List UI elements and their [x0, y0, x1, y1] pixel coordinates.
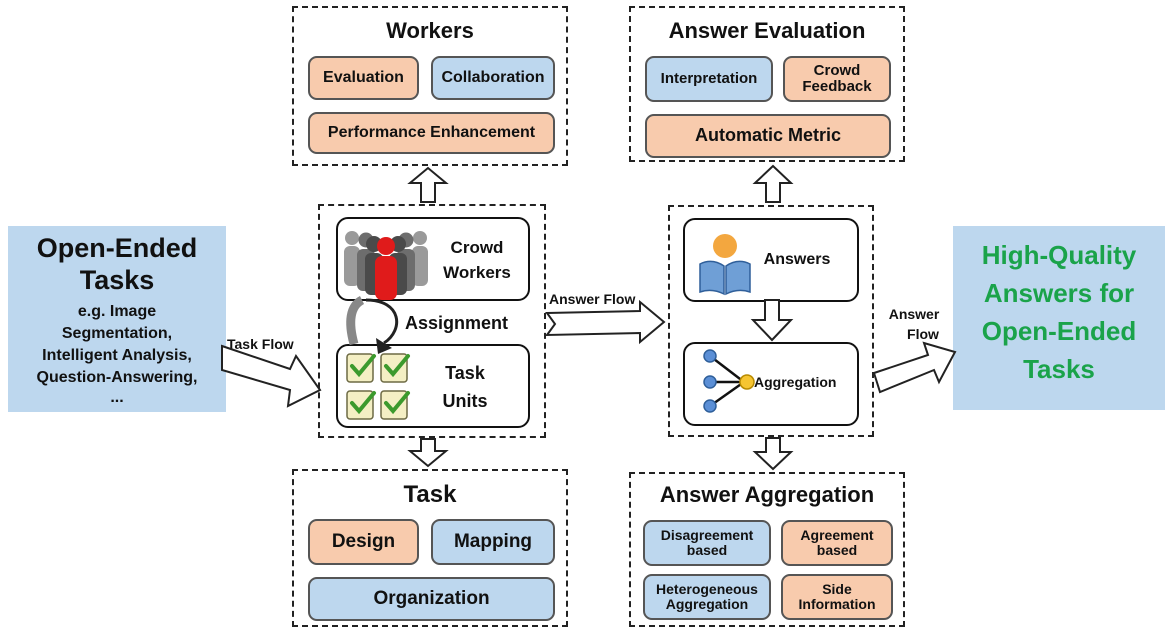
arrow-answers-to-aggregation [750, 299, 794, 342]
crowd-workers-icon [344, 231, 428, 300]
aggregation-disagreement-based: Disagreement based [643, 520, 771, 566]
assignment-label: Assignment [405, 313, 509, 333]
task-organization: Organization [308, 577, 555, 621]
aggregation-heterogeneous: Heterogeneous Aggregation [643, 574, 771, 620]
output-line-3: Open-Ended [981, 316, 1137, 346]
example-line-3: Intelligent Analysis, [42, 347, 192, 364]
task-flow-arrow [221, 344, 322, 408]
workers-panel-title: Workers [386, 18, 474, 43]
open-ended-tasks-box: Open-Ended Tasks e.g. Image Segmentation… [8, 226, 226, 412]
answer-flow-label-right-2: Flow [907, 326, 939, 342]
arrow-down-to-answer-aggregation [752, 437, 794, 471]
task-design: Design [308, 519, 419, 565]
workers-performance-enhancement: Performance Enhancement [308, 112, 555, 154]
workers-collaboration: Collaboration [431, 56, 555, 100]
answer-evaluation-interpretation: Interpretation [645, 56, 773, 102]
output-line-1: High-Quality [981, 240, 1137, 270]
workers-panel: Workers Evaluation Collaboration Perform… [292, 6, 568, 166]
answer-evaluation-automatic-metric: Automatic Metric [645, 114, 891, 158]
assignment-cycle-icon [346, 295, 399, 354]
crowd-workers-label-line-2: Workers [443, 263, 511, 282]
example-line-2: Segmentation, [61, 325, 173, 342]
high-quality-answers-box: High-Quality Answers for Open-Ended Task… [953, 226, 1165, 410]
answer-evaluation-crowd-feedback: Crowd Feedback [783, 56, 891, 102]
aggregation-label: Aggregation [754, 374, 837, 390]
workers-evaluation: Evaluation [308, 56, 419, 100]
answer-aggregation-title: Answer Aggregation [659, 482, 875, 507]
answer-evaluation-panel: Answer Evaluation Interpretation Crowd F… [629, 6, 905, 162]
example-line-1: e.g. Image [77, 303, 157, 320]
open-ended-tasks-title: Open-Ended Tasks [36, 233, 198, 296]
output-line-2: Answers for [983, 278, 1135, 308]
task-units-checklist-icon [346, 353, 410, 420]
answer-flow-label-mid: Answer Flow [549, 291, 636, 307]
example-line-4: Question-Answering, [36, 369, 198, 386]
answer-flow-arrow-mid [545, 299, 666, 345]
arrow-down-to-task [407, 438, 449, 468]
crowd-workers-label-line-1: Crowd [450, 238, 504, 257]
task-flow-label: Task Flow [227, 336, 294, 352]
output-line-4: Tasks [1023, 354, 1095, 384]
task-panel: Task Design Mapping Organization [292, 469, 568, 627]
answer-aggregation-panel: Answer Aggregation Disagreement based Ag… [629, 472, 905, 627]
answer-evaluation-title: Answer Evaluation [668, 18, 866, 43]
arrow-up-to-answer-evaluation [752, 164, 794, 203]
task-units-label-line-2: Units [442, 391, 488, 411]
person-reading-icon [699, 234, 751, 296]
example-line-5: ... [110, 389, 124, 406]
task-panel-title: Task [403, 481, 457, 508]
task-mapping: Mapping [431, 519, 555, 565]
answers-label: Answers [763, 251, 831, 268]
arrow-up-to-workers [407, 166, 449, 203]
answer-flow-label-right-1: Answer [888, 306, 940, 322]
answer-flow-arrow-right [872, 341, 957, 394]
aggregation-graph-icon [703, 349, 755, 413]
aggregation-agreement-based: Agreement based [781, 520, 893, 566]
aggregation-side-information: Side Information [781, 574, 893, 620]
task-units-label-line-1: Task [445, 363, 485, 383]
